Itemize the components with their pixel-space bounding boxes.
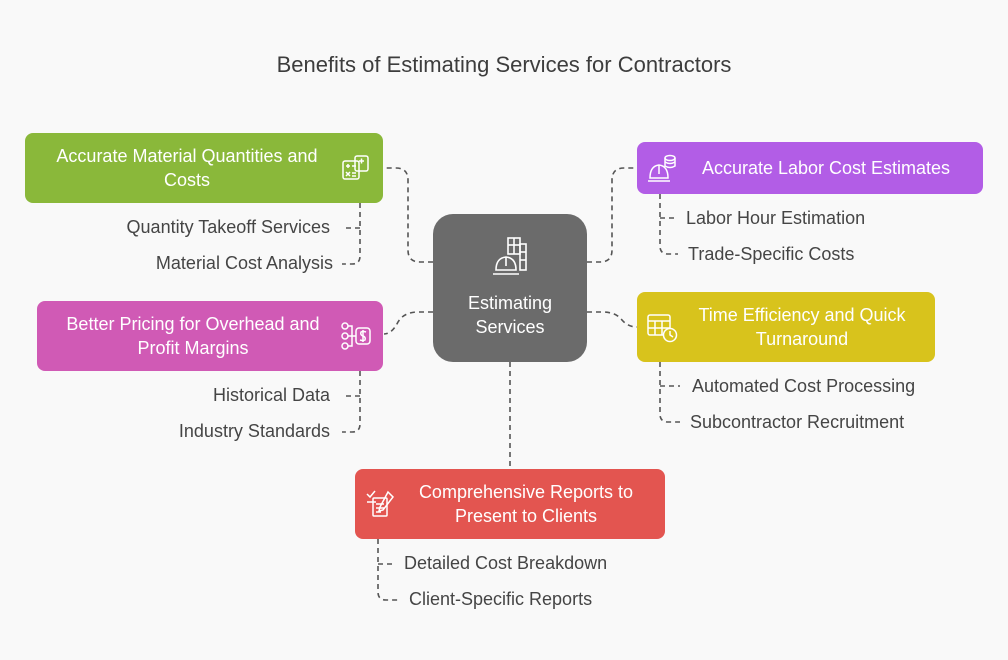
- time-item-1: Automated Cost Processing: [692, 376, 916, 396]
- branch-material: Accurate Material Quantities and Costs: [25, 133, 383, 203]
- connector-reports-items: [377, 539, 398, 601]
- branch-pricing: Better Pricing for Overhead and Profit M…: [37, 301, 383, 371]
- hardhat-coins-icon: [645, 151, 679, 185]
- calculator-icon: [339, 151, 373, 185]
- branch-time: Time Efficiency and Quick Turnaround: [637, 292, 935, 362]
- material-item-2: Material Cost Analysis: [155, 253, 333, 273]
- connector-center-labor: [587, 167, 637, 263]
- connector-center-material: [384, 167, 433, 263]
- connector-center-time: [587, 311, 638, 328]
- pricing-item-1: Historical Data: [212, 385, 330, 405]
- report-check-icon: [363, 487, 397, 521]
- connector-material-items: [342, 203, 361, 265]
- center-node: Estimating Services: [433, 214, 587, 362]
- calendar-clock-icon: [645, 310, 679, 344]
- material-item-1: Quantity Takeoff Services: [126, 217, 330, 237]
- branch-pricing-label: Better Pricing for Overhead and Profit M…: [66, 314, 320, 358]
- branch-labor: Accurate Labor Cost Estimates: [637, 142, 983, 194]
- reports-item-2: Client-Specific Reports: [409, 589, 593, 609]
- branch-material-label: Accurate Material Quantities and Costs: [56, 146, 318, 190]
- dollar-flow-icon: [339, 319, 373, 353]
- reports-item-1: Detailed Cost Breakdown: [404, 553, 608, 573]
- center-label: Estimating Services: [467, 293, 553, 337]
- branch-labor-label: Accurate Labor Cost Estimates: [701, 158, 951, 178]
- branch-reports-label: Comprehensive Reports to Present to Clie…: [418, 482, 634, 526]
- connector-pricing-items: [342, 371, 361, 433]
- time-item-2: Subcontractor Recruitment: [690, 412, 905, 432]
- connector-labor-items: [659, 194, 678, 255]
- pricing-item-2: Industry Standards: [178, 421, 330, 441]
- branch-time-label: Time Efficiency and Quick Turnaround: [698, 305, 906, 349]
- construction-worker-icon: [490, 236, 530, 285]
- labor-item-1: Labor Hour Estimation: [686, 208, 866, 228]
- diagram-title: Benefits of Estimating Services for Cont…: [276, 52, 732, 77]
- connector-time-items: [659, 362, 680, 423]
- connector-center-pricing: [383, 311, 433, 335]
- branch-reports: Comprehensive Reports to Present to Clie…: [355, 469, 665, 539]
- labor-item-2: Trade-Specific Costs: [688, 244, 855, 264]
